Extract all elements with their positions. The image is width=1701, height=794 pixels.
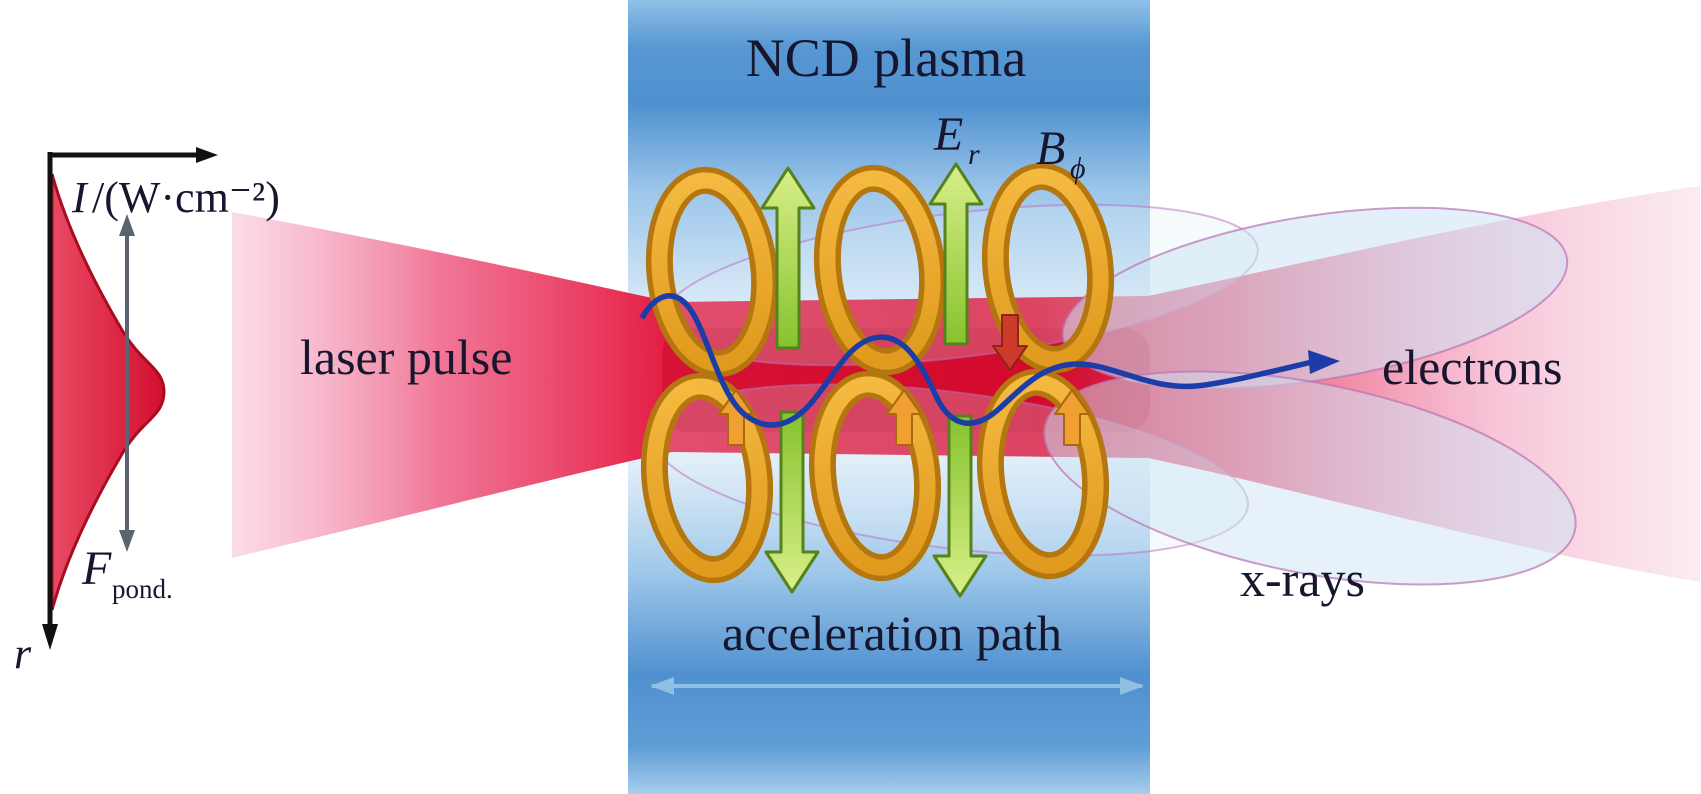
force-label: F: [81, 542, 112, 595]
xray-lobe-lower: [1043, 370, 1577, 586]
b-field-label: B: [1036, 122, 1065, 175]
e-field-label: E: [933, 108, 963, 161]
electrons-label: electrons: [1382, 339, 1562, 395]
intensity-profile-curve: [50, 173, 166, 611]
force-arrowhead-down-icon: [119, 530, 135, 552]
laser-pulse-label: laser pulse: [300, 329, 512, 385]
accel-arrowhead-left-icon: [650, 677, 674, 695]
force-arrowhead-up-icon: [119, 214, 135, 236]
xrays-label: x-rays: [1240, 551, 1365, 607]
e-field-subscript: r: [968, 138, 980, 171]
force-subscript: pond.: [112, 574, 173, 604]
electron-arrowhead-icon: [1308, 350, 1340, 374]
ncd-plasma-label: NCD plasma: [746, 28, 1027, 88]
b-field-subscript: ϕ: [1070, 152, 1086, 185]
intensity-axis-arrowhead-icon: [196, 147, 218, 163]
intensity-axis-units: /(W·cm⁻²): [92, 173, 280, 222]
r-axis-label: r: [14, 629, 32, 678]
intensity-axis-var: I: [71, 173, 89, 222]
acceleration-path-label: acceleration path: [722, 605, 1062, 661]
xray-lobe-upper: [1061, 206, 1569, 390]
accel-arrowhead-right-icon: [1120, 677, 1144, 695]
r-axis-arrowhead-icon: [42, 624, 58, 650]
electron-trajectory: [639, 293, 1313, 428]
